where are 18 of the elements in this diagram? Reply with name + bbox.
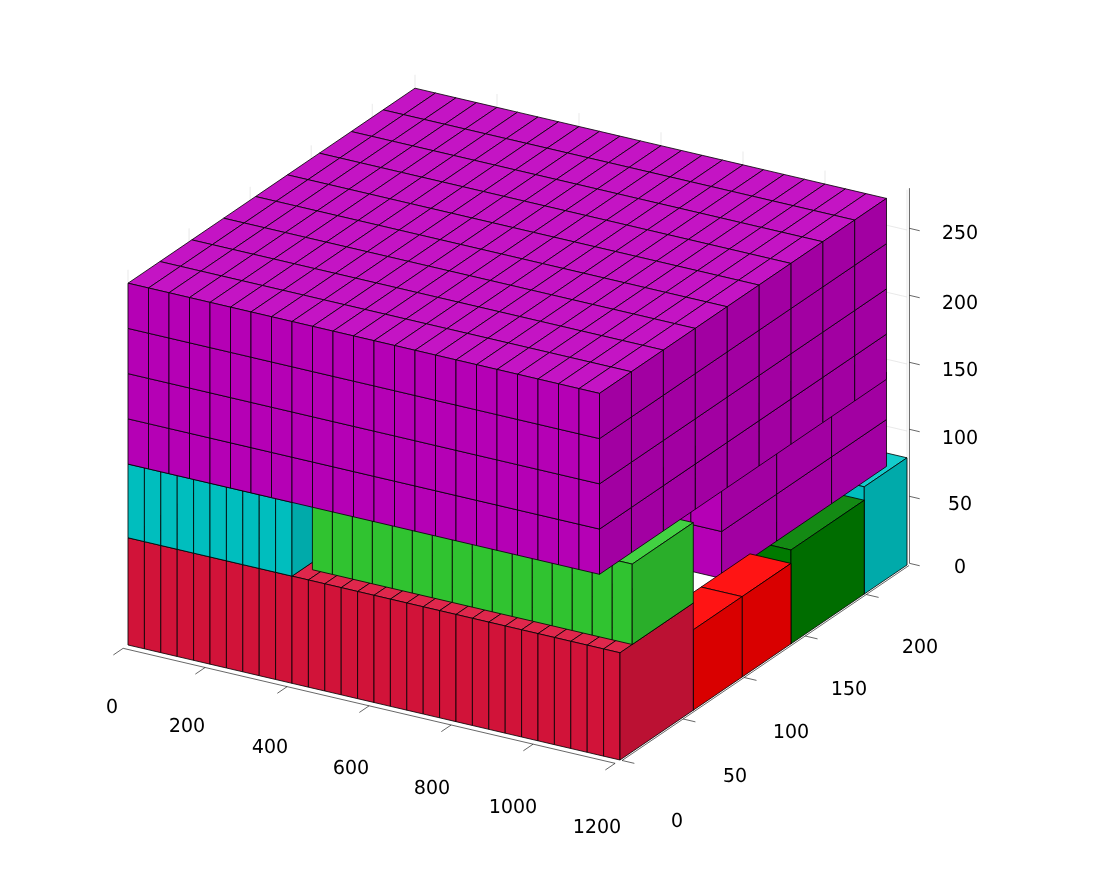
tick-label: 150 [832,680,866,696]
tick-label: 200 [943,294,977,310]
tick-label: 0 [107,698,117,714]
tick-label: 50 [949,495,971,511]
tick-label: 0 [955,558,965,574]
tick-label: 1200 [574,818,620,834]
tick-label: 200 [170,717,204,733]
tick-label: 600 [334,759,368,775]
tick-label: 1000 [490,798,536,814]
tick-label: 800 [415,779,449,795]
tick-label: 250 [943,224,977,240]
tick-label: 150 [943,361,977,377]
tick-label: 400 [252,738,287,754]
tick-label: 0 [672,812,682,828]
tick-label: 100 [774,723,808,739]
tick-label: 100 [943,429,977,445]
tick-label: 50 [724,767,746,783]
tick-label: 200 [903,638,937,654]
